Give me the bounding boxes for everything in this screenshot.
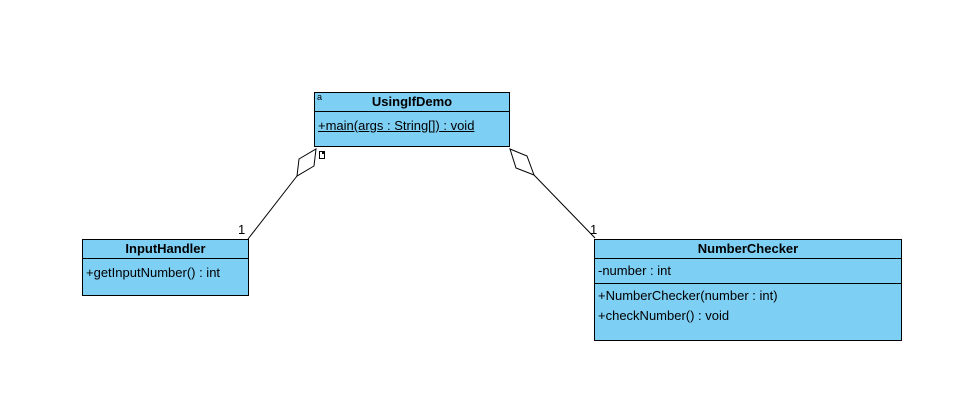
class-number-checker[interactable]: NumberChecker -number : int +NumberCheck…: [594, 239, 902, 341]
operation-number-checker-constructor[interactable]: +NumberChecker(number : int): [598, 288, 778, 303]
multiplicity-number-checker: 1: [590, 222, 598, 237]
note-icon: [319, 151, 325, 159]
aggregation-diamond-input-handler[interactable]: [296, 148, 317, 177]
operation-get-input-number[interactable]: +getInputNumber() : int: [86, 265, 221, 280]
operations-compartment: +getInputNumber() : int: [83, 259, 248, 285]
class-name: UsingIfDemo: [315, 93, 509, 112]
class-stereotype-icon: a: [317, 92, 323, 102]
class-using-if-demo[interactable]: UsingIfDemo +main(args : String[]) : voi…: [314, 92, 510, 147]
attribute-number[interactable]: -number : int: [598, 263, 671, 278]
multiplicity-input-handler: 1: [238, 222, 246, 237]
operations-compartment: +main(args : String[]) : void: [315, 112, 509, 138]
operation-main[interactable]: +main(args : String[]) : void: [318, 118, 475, 133]
aggregation-diamond-number-checker[interactable]: [509, 148, 535, 176]
class-name: NumberChecker: [595, 240, 901, 259]
operation-check-number[interactable]: +checkNumber() : void: [598, 308, 730, 323]
aggregation-line-number-checker[interactable]: [533, 174, 596, 239]
operations-compartment: +NumberChecker(number : int) +checkNumbe…: [595, 284, 901, 328]
class-input-handler[interactable]: InputHandler +getInputNumber() : int: [82, 239, 249, 296]
attributes-compartment: -number : int: [595, 259, 901, 284]
class-name: InputHandler: [83, 240, 248, 259]
aggregation-line-input-handler[interactable]: [247, 175, 298, 240]
